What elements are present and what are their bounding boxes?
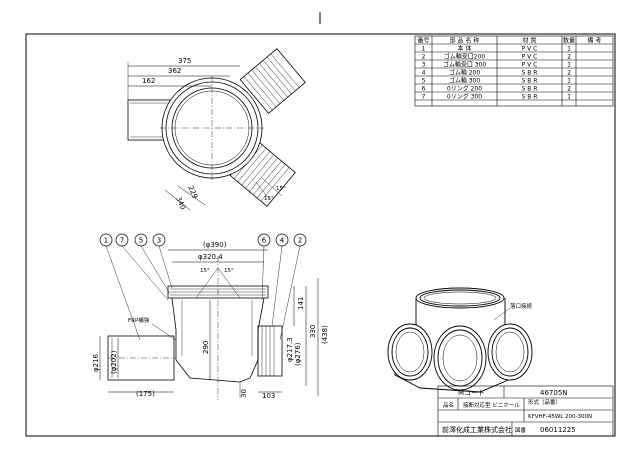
section-view-dims: (φ390) φ320.4 15° 15° 141 330 (438) φ217…: [92, 241, 329, 400]
parts-table-cell: 1: [567, 94, 571, 101]
dim-162: 162: [142, 77, 155, 85]
parts-table-cell: 本 体: [458, 45, 472, 53]
part-balloon-label: 2: [298, 237, 302, 245]
section-view: [99, 245, 319, 400]
part-balloon: [257, 233, 271, 247]
product-name: 接断対応型 ビニホール: [463, 401, 520, 409]
parts-table-cell: 2: [567, 54, 571, 61]
parts-table-cell: 5: [422, 78, 426, 85]
angle-left: 15°: [200, 268, 210, 274]
angle-15a: 15°: [264, 196, 274, 202]
part-balloon: [99, 233, 113, 247]
parts-table-cell: S B R: [522, 78, 538, 85]
parts-table-cell: 2: [567, 70, 571, 77]
isometric-view: [387, 287, 533, 393]
parts-table-cell: P V C: [522, 46, 538, 53]
dim-phi276: (φ276): [294, 342, 302, 366]
parts-table-cell: ゴム輪受口 300: [443, 61, 487, 69]
dim-229: 229: [186, 184, 199, 200]
part-balloon-label: 3: [157, 237, 161, 245]
parts-table-cell: 1: [567, 46, 571, 53]
parts-table-cell: 3: [422, 62, 426, 69]
part-balloon-label: 4: [280, 237, 285, 245]
parts-table-cell: 1: [567, 62, 571, 69]
parts-table-cell: P V C: [522, 54, 538, 61]
iso-label: 落口接続: [510, 302, 533, 310]
dim-375: 375: [178, 57, 191, 65]
part-balloon: [134, 233, 148, 247]
dim-phi390: (φ390): [203, 241, 227, 249]
dim-phi216: φ216: [92, 353, 100, 372]
part-balloon: [115, 233, 129, 247]
parts-table-cell: ゴム輪 200: [449, 69, 481, 77]
dim-30: 30: [240, 389, 248, 398]
top-view: [127, 48, 306, 211]
parts-table-cell: S B R: [522, 70, 538, 77]
part-balloon-label: 7: [120, 237, 124, 245]
parts-table-cell: 0リング 200: [447, 85, 482, 93]
title-block: [437, 385, 614, 437]
part-balloon-label: 1: [104, 237, 108, 245]
parts-table: [414, 35, 614, 107]
angle-right: 15°: [224, 268, 234, 274]
parts-table-cell: S B R: [522, 94, 538, 101]
dim-362: 362: [168, 67, 181, 75]
part-balloons: 1 7 5 3 6 4 2: [99, 233, 307, 247]
parts-table-cell: 6: [422, 86, 426, 93]
frp-label: FRP補強: [128, 316, 150, 324]
dim-phi217: φ217.3: [286, 337, 294, 362]
dim-438: (438): [321, 325, 329, 344]
parts-table-cell: ゴム輪 300: [449, 77, 481, 85]
parts-table-cell: 1: [422, 46, 426, 53]
parts-table-cell: P V C: [522, 62, 538, 69]
dim-340: 340: [174, 195, 187, 211]
dim-phi202: (φ202): [110, 350, 118, 374]
top-view-dims: 375 362 162 229 340 15° 15°: [142, 57, 286, 211]
title-block-text: Mコード 46705N 品名 接断対応型 ビニホール 形式（品番） KFVHF-…: [442, 389, 592, 434]
dim-290: 290: [202, 341, 210, 354]
parts-table-cell: 4: [422, 70, 426, 77]
part-balloon: [152, 233, 166, 247]
dim-330: 330: [309, 325, 317, 338]
part-balloon: [293, 233, 307, 247]
parts-table-cell: ゴム輪受口200: [444, 53, 486, 61]
parts-table-cell: 2: [567, 86, 571, 93]
drawing-no-label: 図番: [515, 427, 527, 434]
parts-table-cell: 7: [422, 94, 426, 101]
parts-table-header: 部 品 名 称: [450, 37, 480, 45]
dim-phi320: φ320.4: [198, 253, 223, 261]
parts-table-cell: 1: [567, 78, 571, 85]
name-label: 品名: [443, 401, 454, 409]
parts-table-header: 番号: [417, 38, 429, 45]
model: KFVHF-45WL 200-300N: [528, 414, 592, 420]
m-code-label: Mコード: [458, 389, 485, 397]
parts-table-cell: S B R: [522, 86, 538, 93]
part-balloon: [275, 233, 289, 247]
m-code: 46705N: [540, 389, 568, 397]
drawing-no: 06011225: [540, 426, 576, 434]
angle-15b: 15°: [276, 186, 286, 192]
company: 前澤化成工業株式会社: [442, 425, 512, 434]
dim-103: 103: [262, 392, 275, 400]
parts-table-cell: 2: [422, 54, 426, 61]
dim-175: (175): [136, 390, 155, 398]
parts-table-header: 数量: [563, 37, 575, 45]
dim-141: 141: [297, 297, 305, 310]
parts-table-header: 備 考: [588, 37, 602, 45]
parts-table-cell: 0リング 300: [447, 93, 482, 101]
model-label: 形式（品番）: [528, 398, 561, 406]
part-balloon-label: 6: [262, 237, 267, 245]
drawing-frame: [25, 33, 616, 437]
parts-table-header: 材 質: [523, 37, 537, 45]
part-balloon-label: 5: [139, 237, 143, 245]
